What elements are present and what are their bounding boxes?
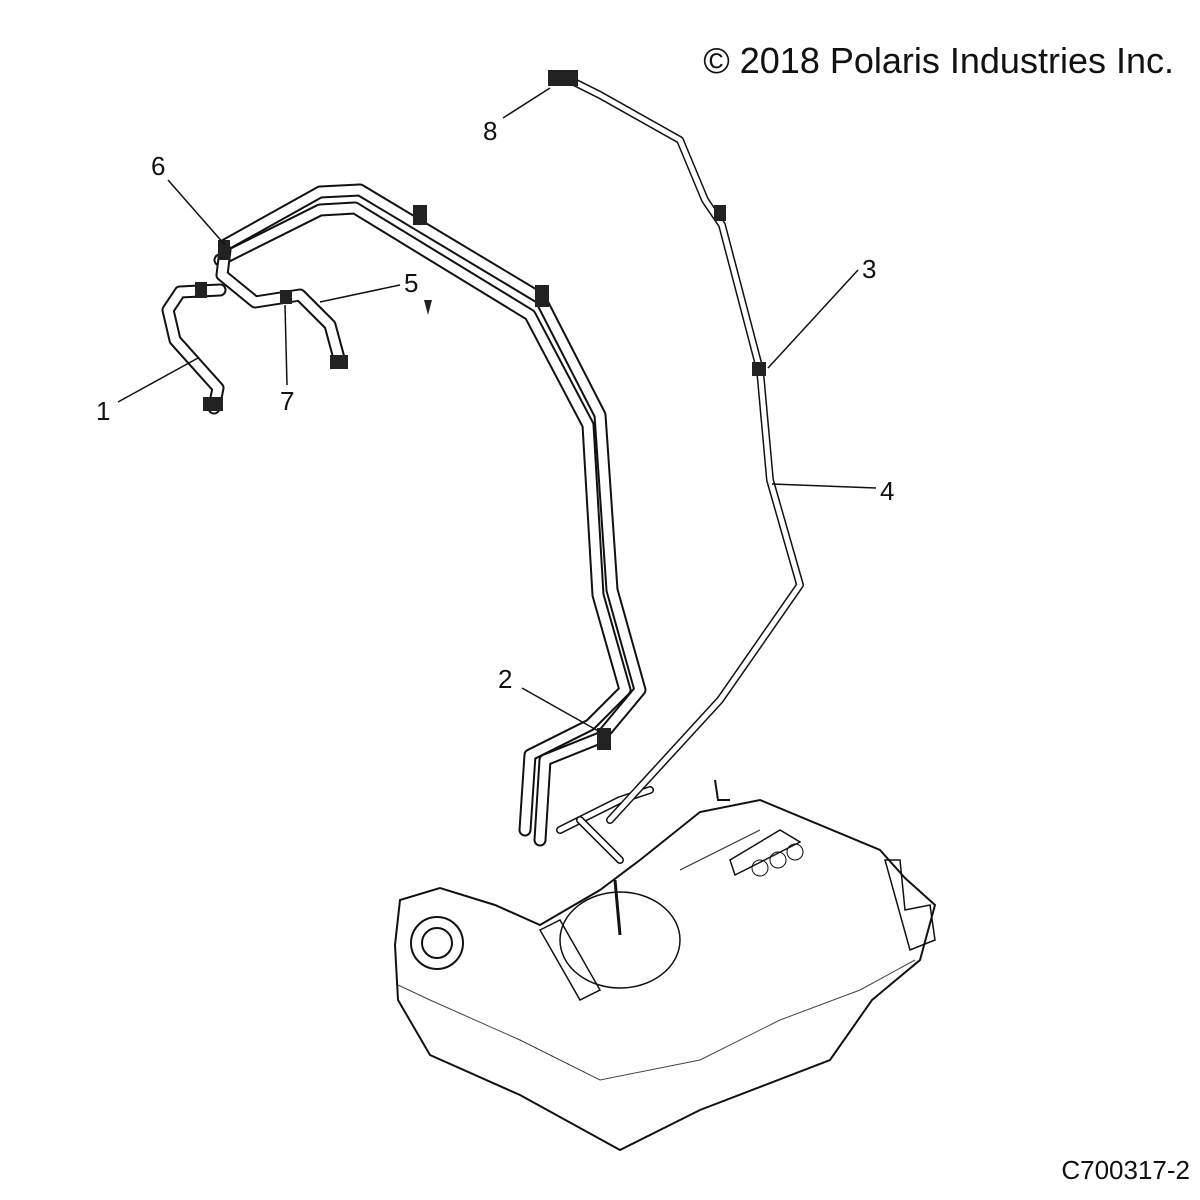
vent-hose-assembly — [213, 183, 654, 864]
label-plate — [729, 829, 802, 877]
mounting-bracket — [884, 859, 936, 952]
vent-hose-4 — [548, 70, 804, 824]
callout-7: 7 — [280, 386, 295, 416]
callout-8: 8 — [483, 116, 498, 146]
filler-cap — [410, 916, 464, 970]
clamp — [535, 285, 549, 307]
clamps — [195, 205, 766, 750]
callout-4: 4 — [880, 476, 895, 506]
clamp — [714, 205, 726, 221]
clamp-7 — [280, 290, 292, 304]
hose-connector — [548, 70, 578, 86]
callout-leaders — [117, 87, 877, 733]
fastener-5 — [424, 300, 432, 315]
clamp — [413, 205, 427, 225]
callout-5: 5 — [404, 268, 419, 298]
clamp — [195, 282, 207, 298]
callout-6: 6 — [151, 151, 166, 181]
hose-fitting — [203, 397, 223, 411]
callout-3: 3 — [862, 254, 877, 284]
fuel-tank — [393, 779, 937, 1152]
fuel-pump-cover — [559, 891, 681, 989]
vent-hose-1 — [161, 283, 227, 415]
clamp-2 — [597, 728, 611, 750]
callout-1: 1 — [96, 396, 111, 426]
figure-number: C700317-2 — [1061, 1155, 1190, 1185]
callout-2: 2 — [498, 664, 513, 694]
clamp-3 — [752, 362, 766, 376]
vent-hose-7 — [215, 243, 348, 369]
copyright-notice: © 2018 Polaris Industries Inc. — [703, 40, 1174, 81]
clamp-6 — [218, 240, 230, 260]
hose-fitting — [330, 355, 348, 369]
